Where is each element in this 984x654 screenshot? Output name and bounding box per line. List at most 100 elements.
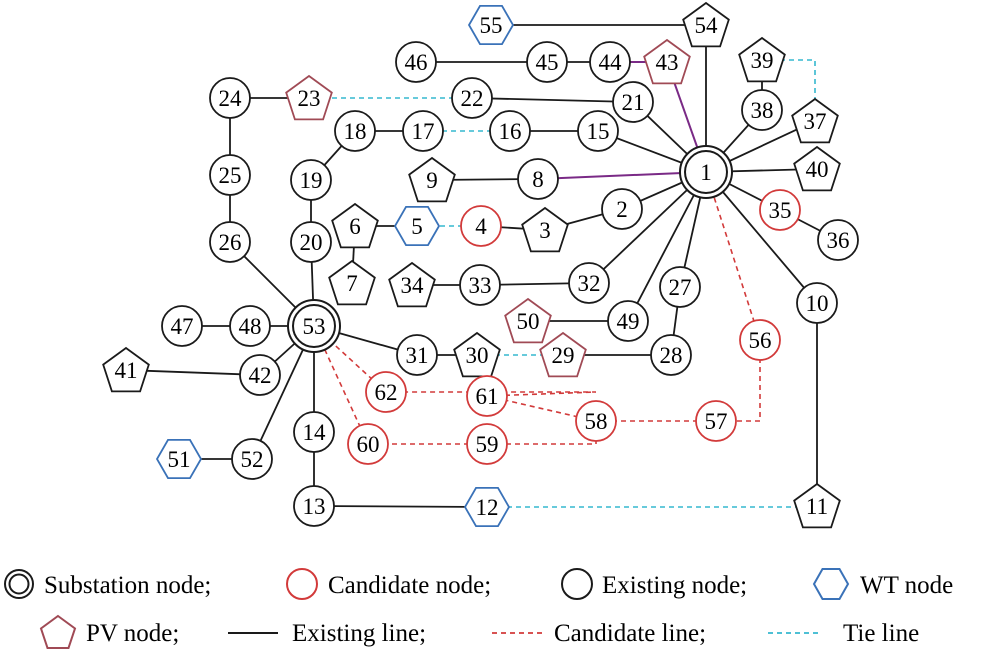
legend-pv-node-label: PV node; (86, 620, 179, 647)
node-37-pv-existing: 37 (791, 97, 839, 144)
node-56-shape (739, 319, 781, 361)
node-15-existing: 15 (577, 110, 619, 152)
edge-11-12-tie-line (487, 506, 818, 508)
node-15-shape (577, 110, 619, 152)
node-51-shape (155, 438, 203, 480)
legend-item-pv-node: PV node; (39, 614, 179, 649)
node-60-label: 60 (357, 432, 380, 457)
node-1-substation: 1 (679, 145, 733, 199)
edge-21-22-existing-line (471, 97, 634, 103)
node-46-existing: 46 (395, 41, 437, 83)
node-18-existing: 18 (334, 110, 376, 152)
node-20-shape (290, 221, 332, 263)
node-12-shape (463, 486, 511, 527)
node-30-shape (453, 331, 501, 378)
node-1-shape (684, 150, 728, 194)
node-31-shape (396, 334, 438, 376)
node-23-label: 23 (298, 86, 321, 111)
node-61-shape (466, 375, 508, 417)
node-43-label: 43 (656, 50, 679, 75)
node-56-candidate: 56 (739, 319, 781, 361)
legend-substation-label: Substation node; (44, 572, 211, 599)
node-29-shape (539, 331, 587, 378)
node-39-pv-existing: 39 (738, 36, 786, 83)
node-61-label: 61 (476, 384, 499, 409)
node-40-label: 40 (806, 157, 829, 182)
node-11-label: 11 (806, 494, 828, 519)
node-35-shape (759, 189, 801, 231)
node-17-shape (402, 110, 444, 152)
node-8-existing: 8 (517, 158, 559, 200)
node-27-existing: 27 (659, 266, 701, 308)
node-48-label: 48 (239, 314, 262, 339)
node-40-shape (793, 145, 841, 192)
node-5-wt: 5 (393, 205, 441, 247)
legend-candidate-node-symbol (286, 568, 318, 600)
node-43-shape (643, 38, 691, 85)
node-36-label: 36 (827, 228, 850, 253)
node-19-existing: 19 (290, 159, 332, 201)
node-35-label: 35 (769, 198, 792, 223)
legend: Substation node; Candidate node; Existin… (4, 568, 953, 649)
node-38-shape (741, 89, 783, 131)
node-1-label: 1 (700, 160, 712, 185)
node-50-pv: 50 (504, 297, 552, 344)
node-14-shape (293, 411, 335, 453)
node-32-shape (568, 262, 610, 304)
node-10-shape (796, 282, 838, 324)
node-5-label: 5 (411, 214, 423, 239)
node-13-label: 13 (303, 494, 326, 519)
legend-item-existing-line: Existing line; (228, 620, 426, 647)
node-34-pv-existing: 34 (388, 261, 436, 308)
node-47-shape (161, 305, 203, 347)
legend-wt-node-symbol (812, 568, 850, 600)
node-14-label: 14 (303, 420, 327, 445)
node-53-shape (292, 304, 336, 348)
node-12-wt: 12 (463, 486, 511, 527)
node-4-candidate: 4 (460, 205, 502, 247)
node-25-label: 25 (219, 163, 242, 188)
node-54-shape (682, 1, 730, 48)
node-46-label: 46 (405, 50, 428, 75)
edge-58-59-candidate-line (487, 421, 597, 445)
node-9-pv-existing: 9 (408, 156, 456, 203)
node-19-shape (290, 159, 332, 201)
node-33-label: 33 (469, 273, 492, 298)
node-22-existing: 22 (451, 77, 493, 119)
legend-item-candidate-line: Candidate line; (492, 620, 706, 647)
node-51-label: 51 (168, 447, 191, 472)
node-45-label: 45 (536, 50, 559, 75)
node-39-shape (738, 36, 786, 83)
node-29-label: 29 (552, 343, 575, 368)
node-24-shape (209, 77, 251, 119)
node-44-shape (589, 41, 631, 83)
node-52-shape (231, 438, 273, 480)
node-26-shape (209, 221, 251, 263)
node-21-label: 21 (622, 90, 645, 115)
node-8-label: 8 (532, 167, 544, 192)
edge-1-10-existing-line (705, 171, 818, 304)
node-44-label: 44 (599, 50, 623, 75)
node-54-pv-existing: 54 (682, 1, 730, 48)
node-58-candidate: 58 (575, 400, 617, 442)
node-26-existing: 26 (209, 221, 251, 263)
node-3-pv-existing: 3 (521, 206, 569, 253)
node-23-shape (285, 74, 333, 121)
node-7-shape (328, 259, 376, 306)
node-19-label: 19 (300, 168, 323, 193)
node-52-existing: 52 (231, 438, 273, 480)
node-41-pv-existing: 41 (102, 346, 150, 393)
node-3-shape (521, 206, 569, 253)
node-43-pv: 43 (643, 38, 691, 85)
node-57-candidate: 57 (695, 400, 737, 442)
edge-61-62-candidate-line (386, 391, 597, 397)
node-13-existing: 13 (293, 485, 335, 527)
node-7-pv-existing: 7 (328, 259, 376, 306)
node-22-shape (451, 77, 493, 119)
legend-existing-node-symbol (561, 568, 593, 600)
node-31-label: 31 (406, 343, 429, 368)
node-36-shape (817, 219, 859, 261)
node-21-existing: 21 (612, 81, 654, 123)
node-15-label: 15 (587, 119, 610, 144)
